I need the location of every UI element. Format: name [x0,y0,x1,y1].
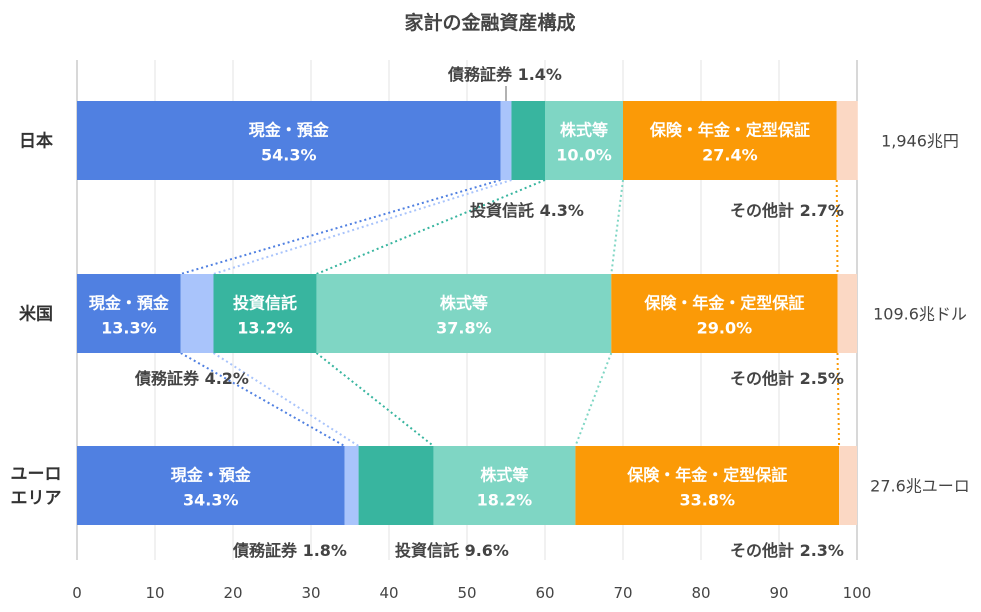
connector-line [212,352,360,447]
tick-layer: 0 10 20 30 40 50 60 70 80 90 100 [72,584,871,602]
annotation-label: 債務証券 4.2% [134,369,249,388]
bar-segment-value: 37.8% [436,319,492,338]
bar-segment-value: 13.2% [237,319,293,338]
bar-segment-value: 29.0% [697,319,753,338]
connector-line [180,352,346,447]
x-tick-label: 20 [223,584,242,602]
annotation-label: その他計 2.5% [730,369,844,388]
bar-segment-name: 保険・年金・定型保証 [649,121,810,140]
bar-segment-trusts [511,101,545,180]
bar-segment-insurance [623,101,837,180]
annotation-label: 債務証券 1.4% [447,65,562,84]
bar-segment-name: 保険・年金・定型保証 [626,466,787,485]
bar-segment-name: 現金・預金 [171,466,252,485]
bar-segment-cash [77,101,501,180]
annotation-label: 投資信託 4.3% [470,201,584,220]
bar-segment-name: 株式等 [440,294,488,313]
bar-segment-other [836,101,858,180]
connector-line [316,179,546,275]
bar-segment-value: 18.2% [477,491,533,510]
row-label: 日本 [19,131,53,152]
bar-segment-bonds [344,446,359,525]
x-tick-label: 10 [145,584,164,602]
x-tick-label: 90 [769,584,788,602]
bar-segment-insurance [611,274,838,353]
annotation-label: 投資信託 9.6% [395,541,509,560]
bar-segment-insurance [575,446,840,525]
bar-segment-value: 27.4% [702,146,758,165]
bar-segment-bonds [180,274,214,353]
connector-line [574,352,613,447]
x-tick-label: 30 [301,584,320,602]
annotation-label: その他計 2.3% [730,541,844,560]
connector-line [835,179,839,275]
x-tick-label: 60 [535,584,554,602]
row-label: 米国 [19,304,53,325]
x-tick-label: 50 [457,584,476,602]
bar-segment-other [837,274,857,353]
bar-segment-equities [545,101,623,180]
bar-segment-value: 33.8% [679,491,735,510]
annotation-label: その他計 2.7% [730,201,844,220]
bar-segment-trusts [358,446,434,525]
row-total: 27.6兆ユーロ [870,477,970,496]
connector-line [315,352,435,447]
bar-layer [77,101,858,525]
bar-segment-equities [433,446,576,525]
bar-segment-value: 54.3% [261,146,317,165]
bar-segment-value: 13.3% [101,319,157,338]
bar-segment-value: 10.0% [556,146,612,165]
bar-segment-name: 株式等 [480,466,528,485]
bar-segment-equities [316,274,612,353]
connector-line [213,179,512,275]
bar-segment-name: 投資信託 [233,294,297,313]
bar-segment-name: 株式等 [560,121,608,140]
bar-segment-name: 現金・預金 [249,121,330,140]
connector-layer [180,179,841,447]
annotation-label: 債務証券 1.8% [232,541,347,560]
row-label: ユーロ [11,465,62,485]
bar-segment-cash [77,274,181,353]
connector-line [180,179,501,275]
connector-line [610,179,624,275]
chart-title: 家計の金融資産構成 [404,11,575,34]
bar-segment-bonds [500,101,512,180]
bar-segment-other [839,446,857,525]
row-label: エリア [11,489,62,509]
bar-segment-value: 34.3% [183,491,239,510]
connector-line [836,352,841,447]
x-tick-label: 80 [691,584,710,602]
row-total: 1,946兆円 [881,132,959,151]
bar-segment-cash [77,446,345,525]
x-tick-label: 40 [379,584,398,602]
row-total: 109.6兆ドル [873,305,967,324]
bar-segment-name: 保険・年金・定型保証 [643,294,804,313]
x-tick-label: 70 [613,584,632,602]
bar-segment-name: 現金・預金 [89,294,170,313]
bar-segment-trusts [213,274,317,353]
x-tick-label: 100 [843,584,872,602]
x-tick-label: 0 [72,584,82,602]
